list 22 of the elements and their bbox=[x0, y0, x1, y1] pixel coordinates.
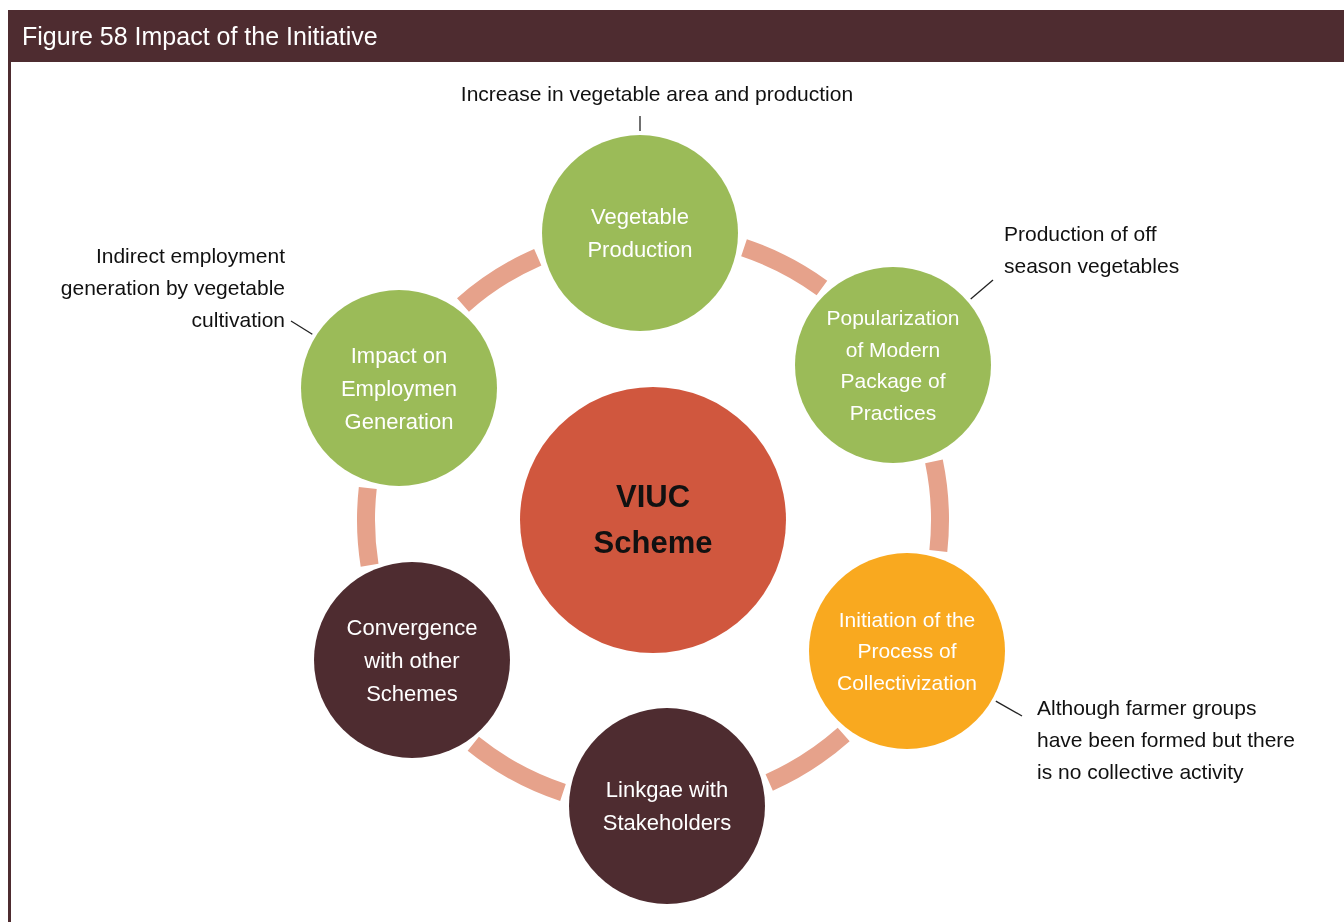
node-label: VIUC Scheme bbox=[593, 477, 713, 562]
figure-title: Figure 58 Impact of the Initiative bbox=[22, 21, 378, 51]
ring-connector bbox=[467, 736, 567, 801]
ring-connector bbox=[357, 487, 379, 567]
ring-connector bbox=[765, 727, 850, 791]
node-label: Popularization of Modern Package of Practices bbox=[826, 305, 960, 426]
leader-line bbox=[290, 320, 313, 335]
annotation-text: Although farmer groups have been formed but there is no collective activity bbox=[1037, 696, 1295, 783]
ring-connector bbox=[740, 239, 827, 296]
node-label: Initiation of the Process of Collectivization bbox=[835, 606, 979, 696]
leader-line bbox=[995, 700, 1023, 717]
annotation-text: Indirect employment generation by vegetable cultivation bbox=[60, 244, 285, 331]
leader-line bbox=[639, 115, 641, 132]
node-label: Linkgae with Stakeholders bbox=[601, 776, 733, 837]
node-label: Vegetable Production bbox=[586, 203, 694, 264]
ring-connector bbox=[925, 459, 949, 552]
leader-line bbox=[970, 279, 994, 300]
node-label: Impact on Employmen Generation bbox=[339, 341, 459, 436]
node-label: Convergence with other Schemes bbox=[346, 613, 478, 708]
ring-connector bbox=[457, 249, 542, 312]
annotation-text: Production of off season vegetables bbox=[1004, 222, 1180, 277]
annotation-text: Increase in vegetable area and production bbox=[460, 82, 854, 105]
